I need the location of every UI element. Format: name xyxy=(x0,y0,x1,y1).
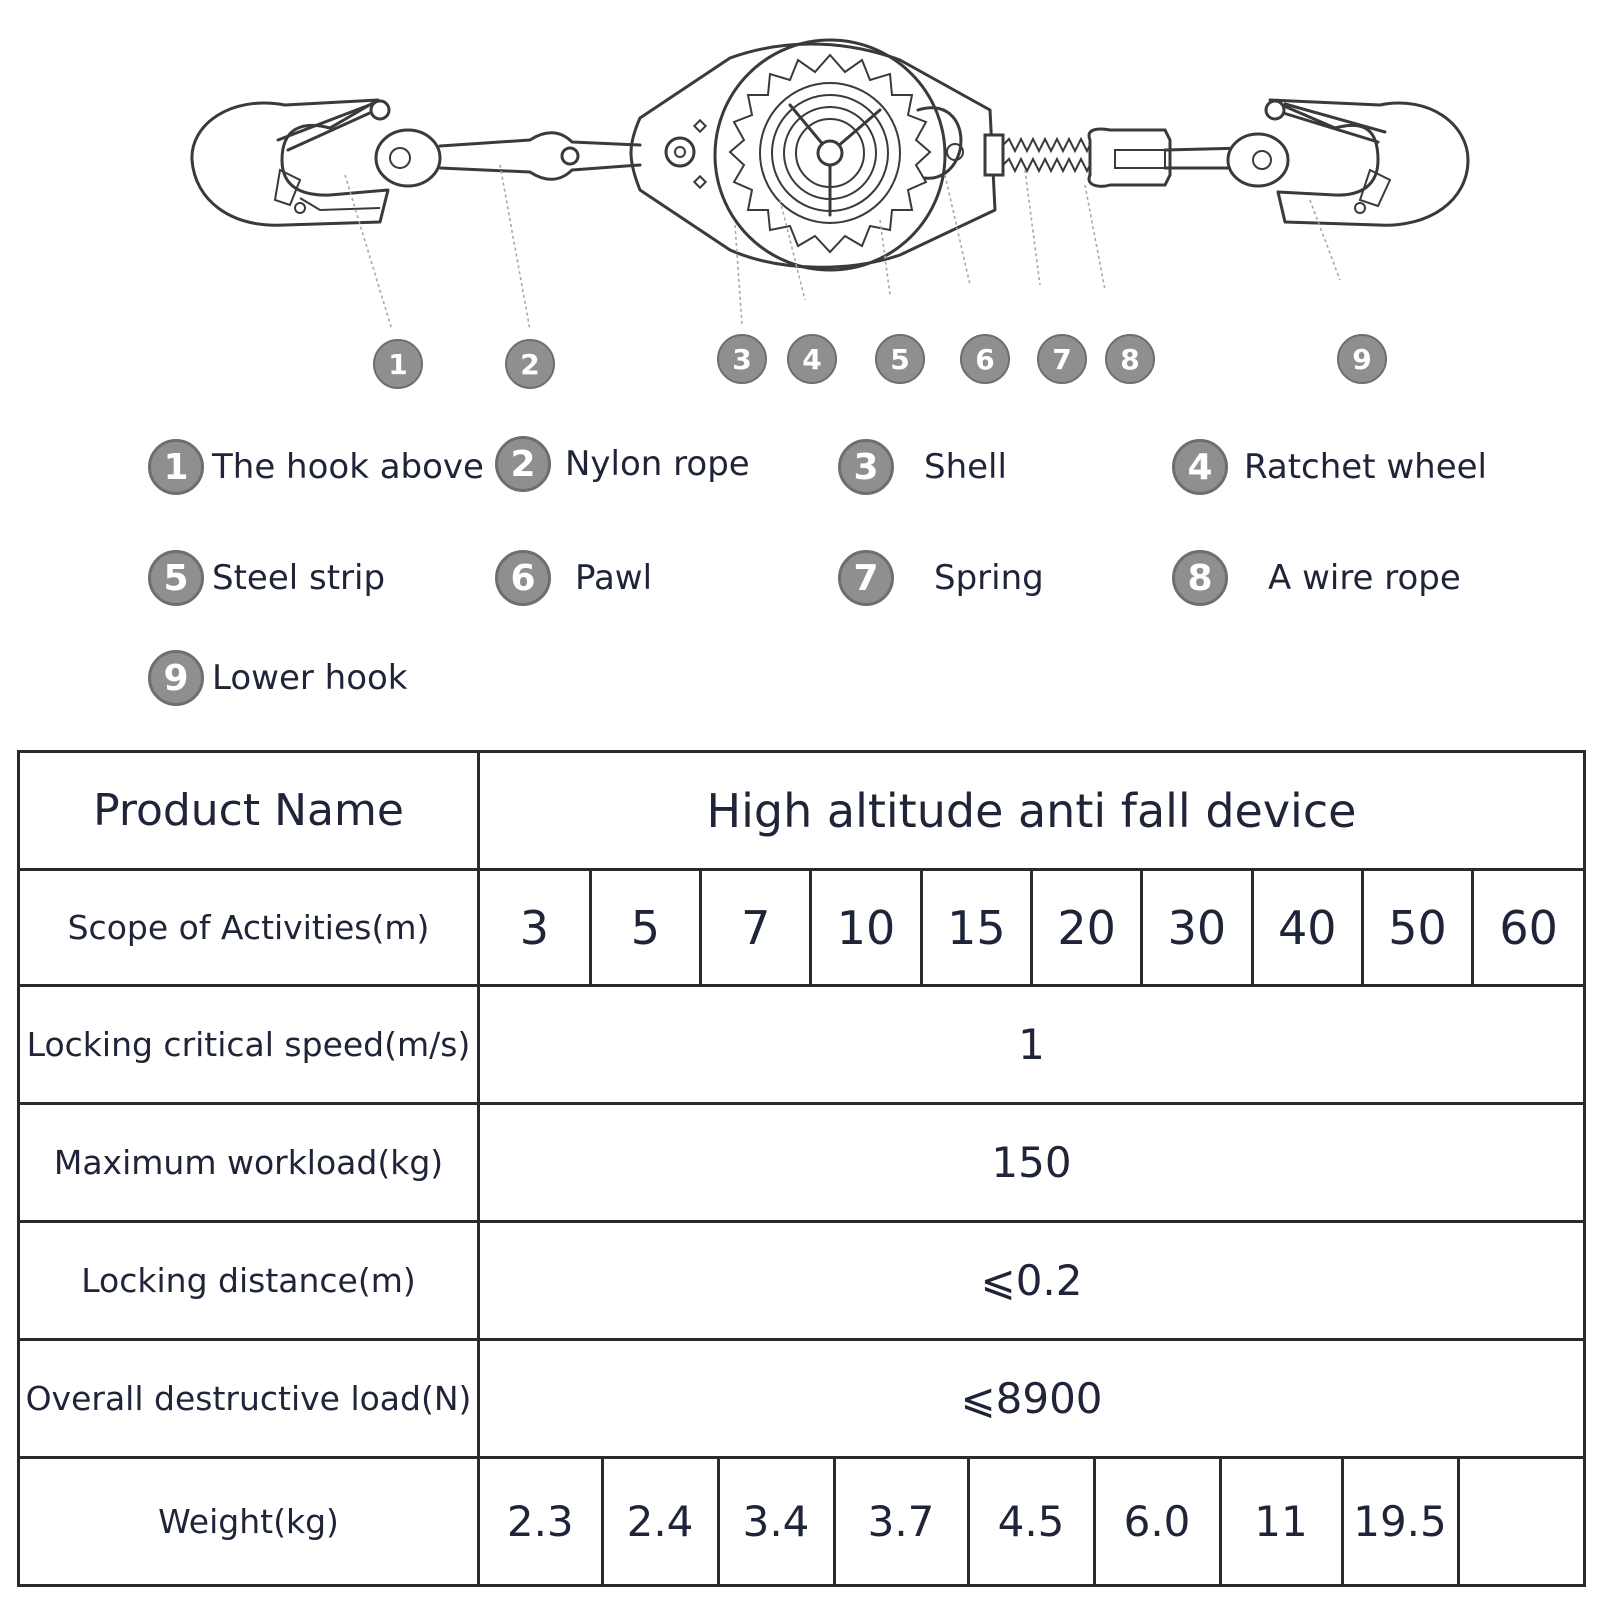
legend-item-pawl: 6 Pawl xyxy=(495,546,652,610)
legend-item-steel-strip: 5 Steel strip xyxy=(148,546,385,610)
weight-value: 3.4 xyxy=(716,1459,836,1584)
svg-text:2: 2 xyxy=(520,348,539,381)
callout-5: 5 xyxy=(875,334,925,384)
product-name-value: High altitude anti fall device xyxy=(477,750,1586,871)
legend-label: Ratchet wheel xyxy=(1244,447,1487,487)
lower-hook-drawing xyxy=(1226,98,1470,227)
upper-hook-drawing xyxy=(190,98,442,227)
svg-text:4: 4 xyxy=(802,343,821,376)
max-workload-label: Maximum workload(kg) xyxy=(17,1102,480,1223)
locking-distance-value: ⩽0.2 xyxy=(477,1220,1586,1341)
weight-value: 2.3 xyxy=(480,1459,604,1584)
scope-values-cell: 3 5 7 10 15 20 30 40 50 60 xyxy=(477,868,1586,987)
scope-value: 40 xyxy=(1250,871,1364,984)
legend-item-spring: 7 Spring xyxy=(838,546,1044,610)
spring-drawing xyxy=(983,133,1100,177)
svg-text:6: 6 xyxy=(975,343,994,376)
weight-value: 19.5 xyxy=(1340,1459,1460,1584)
weight-value: 4.5 xyxy=(966,1459,1096,1584)
legend-number: 9 xyxy=(148,650,204,706)
svg-text:8: 8 xyxy=(1120,343,1139,376)
product-name-label: Product Name xyxy=(17,750,480,871)
destructive-load-label: Overall destructive load(N) xyxy=(17,1338,480,1459)
weight-values-cell: 2.3 2.4 3.4 3.7 4.5 6.0 11 19.5 xyxy=(477,1456,1586,1587)
legend-item-shell: 3 Shell xyxy=(838,435,1007,499)
callout-2: 2 xyxy=(505,339,555,389)
weight-values: 2.3 2.4 3.4 3.7 4.5 6.0 11 19.5 xyxy=(480,1459,1586,1584)
legend-number: 5 xyxy=(148,550,204,606)
svg-text:1: 1 xyxy=(388,348,407,381)
wire-rope-drawing xyxy=(1087,127,1247,188)
callout-1: 1 xyxy=(373,339,423,389)
spec-table: Product Name High altitude anti fall dev… xyxy=(17,750,1586,1587)
nylon-rope-drawing xyxy=(438,131,642,181)
callout-4: 4 xyxy=(787,334,837,384)
legend-label: Nylon rope xyxy=(565,444,750,484)
scope-value: 30 xyxy=(1140,871,1254,984)
scope-value: 5 xyxy=(588,871,703,984)
scope-value: 7 xyxy=(699,871,813,984)
legend-item-ratchet-wheel: 4 Ratchet wheel xyxy=(1172,435,1487,499)
legend-number: 1 xyxy=(148,439,204,495)
legend-label: A wire rope xyxy=(1268,558,1461,598)
row-scope: Scope of Activities(m) 3 5 7 10 15 20 30… xyxy=(17,868,1586,987)
legend-label: Spring xyxy=(934,558,1044,598)
svg-text:5: 5 xyxy=(890,343,909,376)
legend-number: 3 xyxy=(838,439,894,495)
destructive-load-value: ⩽8900 xyxy=(477,1338,1586,1459)
svg-text:3: 3 xyxy=(732,343,751,376)
row-locking-speed: Locking critical speed(m/s) 1 xyxy=(17,984,1586,1105)
callout-7: 7 xyxy=(1037,334,1087,384)
shell-drawing xyxy=(629,42,997,269)
locking-speed-label: Locking critical speed(m/s) xyxy=(17,984,480,1105)
legend-label: The hook above xyxy=(212,447,484,487)
callout-6: 6 xyxy=(960,334,1010,384)
legend-number: 2 xyxy=(495,436,551,492)
legend-number: 8 xyxy=(1172,550,1228,606)
legend-item-nylon-rope: 2 Nylon rope xyxy=(495,432,750,496)
legend-label: Pawl xyxy=(575,558,653,598)
callout-3: 3 xyxy=(717,334,767,384)
legend-label: Steel strip xyxy=(212,558,386,598)
locking-distance-label: Locking distance(m) xyxy=(17,1220,480,1341)
scope-value: 50 xyxy=(1360,871,1475,984)
scope-values: 3 5 7 10 15 20 30 40 50 60 xyxy=(480,871,1583,984)
locking-speed-value: 1 xyxy=(477,984,1586,1105)
legend-number: 4 xyxy=(1172,439,1228,495)
row-product-name: Product Name High altitude anti fall dev… xyxy=(17,750,1586,871)
row-max-workload: Maximum workload(kg) 150 xyxy=(17,1102,1586,1223)
scope-value: 60 xyxy=(1471,871,1583,984)
legend-number: 7 xyxy=(838,550,894,606)
legend-item-hook-above: 1 The hook above xyxy=(148,435,484,499)
anti-fall-device-diagram: 1 2 3 4 5 6 7 8 9 xyxy=(190,38,1470,389)
svg-text:7: 7 xyxy=(1052,343,1071,376)
weight-value: 11 xyxy=(1218,1459,1344,1584)
row-locking-distance: Locking distance(m) ⩽0.2 xyxy=(17,1220,1586,1341)
scope-value: 3 xyxy=(480,871,592,984)
weight-value xyxy=(1456,1459,1586,1584)
scope-value: 15 xyxy=(919,871,1033,984)
ratchet-wheel-drawing xyxy=(713,38,947,272)
row-destructive-load: Overall destructive load(N) ⩽8900 xyxy=(17,1338,1586,1459)
weight-value: 6.0 xyxy=(1092,1459,1222,1584)
weight-label: Weight(kg) xyxy=(17,1456,480,1587)
legend-item-lower-hook: 9 Lower hook xyxy=(148,646,408,710)
callout-9: 9 xyxy=(1337,334,1387,384)
legend-label: Lower hook xyxy=(212,658,408,698)
scope-label: Scope of Activities(m) xyxy=(17,868,480,987)
scope-value: 20 xyxy=(1029,871,1144,984)
weight-value: 3.7 xyxy=(832,1459,970,1584)
max-workload-value: 150 xyxy=(477,1102,1586,1223)
scope-value: 10 xyxy=(809,871,923,984)
pawl-drawing xyxy=(916,106,963,180)
weight-value: 2.4 xyxy=(600,1459,720,1584)
callout-8: 8 xyxy=(1105,334,1155,384)
legend-label: Shell xyxy=(924,447,1007,487)
svg-text:9: 9 xyxy=(1352,343,1371,376)
legend-item-wire-rope: 8 A wire rope xyxy=(1172,546,1461,610)
legend-number: 6 xyxy=(495,550,551,606)
row-weight: Weight(kg) 2.3 2.4 3.4 3.7 4.5 6.0 11 19… xyxy=(17,1456,1586,1587)
